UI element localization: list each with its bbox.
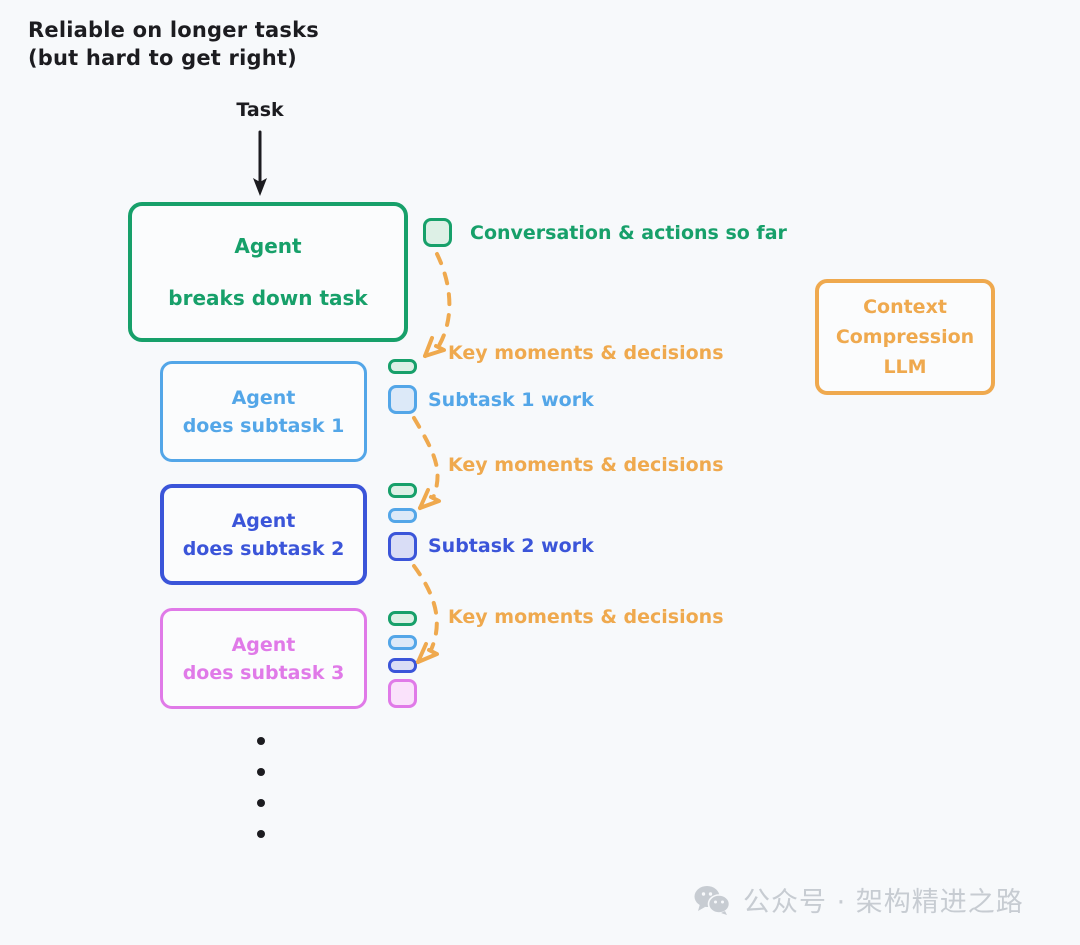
conversation-label: Conversation & actions so far <box>470 222 787 244</box>
wechat-icon <box>694 885 730 915</box>
box-line-1: Context <box>863 296 947 318</box>
compressed-context-chip-green[interactable] <box>388 611 417 626</box>
box-line-3: LLM <box>883 356 927 378</box>
key-moments-label-1: Key moments & decisions <box>448 342 724 364</box>
compressed-context-chip-blue[interactable] <box>388 508 417 523</box>
context-chip-blue[interactable] <box>388 385 417 414</box>
box-line-2: Compression <box>835 326 975 348</box>
agent-does-subtask-1-box[interactable]: Agent does subtask 1 <box>160 361 367 462</box>
box-line-2: does subtask 2 <box>182 537 345 560</box>
context-chip-pink[interactable] <box>388 679 417 708</box>
compressed-context-chip-green[interactable] <box>388 359 417 374</box>
continuation-dot <box>257 768 265 776</box>
key-moments-label-2: Key moments & decisions <box>448 454 724 476</box>
subtask-1-work-label: Subtask 1 work <box>428 389 594 411</box>
compressed-context-chip-blue[interactable] <box>388 635 417 650</box>
compression-arrow-1 <box>423 252 452 358</box>
subtask-2-work-label: Subtask 2 work <box>428 535 594 557</box>
box-line-1: Agent <box>234 234 302 258</box>
context-compression-llm-box[interactable]: Context Compression LLM <box>815 279 995 395</box>
down-arrow-icon <box>253 130 267 196</box>
task-label: Task <box>236 99 284 121</box>
box-line-2: breaks down task <box>168 286 368 310</box>
key-moments-label-3: Key moments & decisions <box>448 606 724 628</box>
watermark-text: 公众号 · 架构精进之路 <box>743 887 1024 918</box>
context-chip-green[interactable] <box>423 218 452 247</box>
compression-arrow-2 <box>412 416 441 510</box>
agent-does-subtask-3-box[interactable]: Agent does subtask 3 <box>160 608 367 709</box>
compressed-context-chip-indigo[interactable] <box>388 658 417 673</box>
box-line-1: Agent <box>231 633 296 656</box>
box-line-1: Agent <box>231 386 296 409</box>
box-line-2: does subtask 1 <box>182 414 345 437</box>
agent-does-subtask-2-box[interactable]: Agent does subtask 2 <box>160 484 367 585</box>
context-chip-indigo[interactable] <box>388 532 417 561</box>
continuation-dot <box>257 737 265 745</box>
watermark: 公众号 · 架构精进之路 <box>694 880 1024 919</box>
agent-breaks-down-task-box[interactable]: Agent breaks down task <box>128 202 408 342</box>
compressed-context-chip-green[interactable] <box>388 483 417 498</box>
page-title: Reliable on longer tasks (but hard to ge… <box>28 18 319 70</box>
box-line-2: does subtask 3 <box>182 661 345 684</box>
compression-arrow-3 <box>412 564 439 664</box>
continuation-dot <box>257 830 265 838</box>
box-line-1: Agent <box>231 509 296 532</box>
continuation-dot <box>257 799 265 807</box>
